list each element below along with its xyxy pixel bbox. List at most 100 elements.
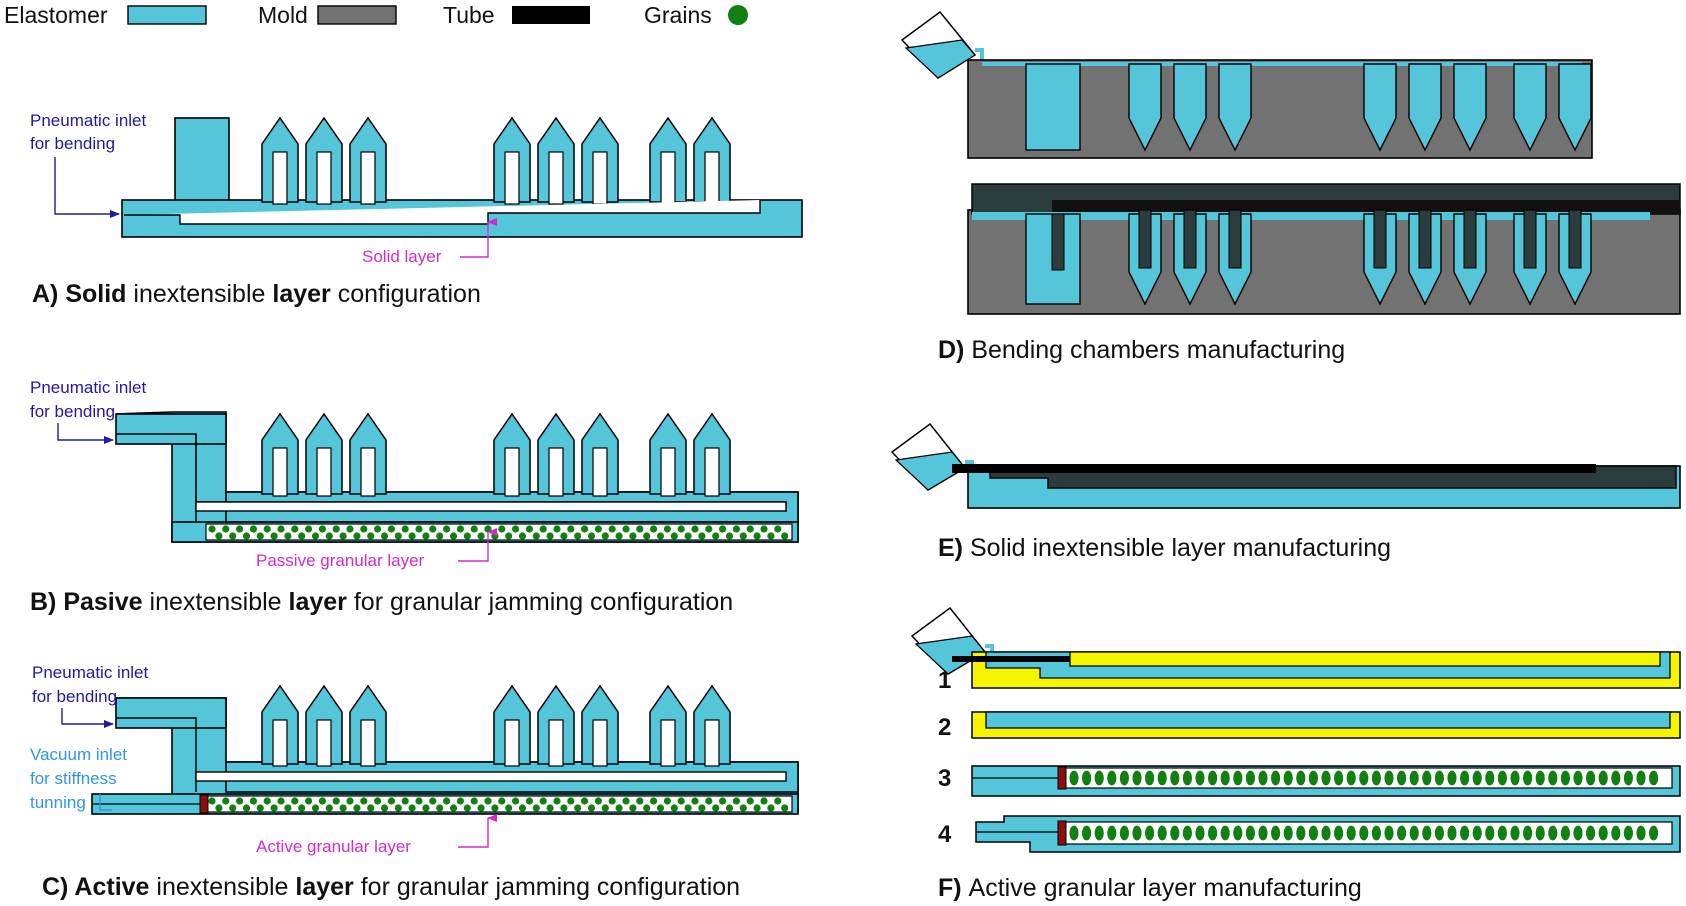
grain (1132, 770, 1142, 786)
grain (698, 532, 706, 540)
grain (305, 797, 313, 805)
grain (608, 525, 616, 533)
panel-e-caption: E) Solid inextensible layer manufacturin… (938, 534, 1391, 562)
grain (1535, 770, 1545, 786)
grain (484, 797, 492, 805)
grain (380, 804, 389, 812)
grain (1573, 770, 1583, 786)
grain (1321, 825, 1331, 841)
panel-f: 1 2 3 4 F) Active granular layer manufac… (910, 606, 1681, 902)
grain (1334, 770, 1344, 786)
grain (498, 525, 506, 533)
grain (443, 797, 451, 805)
grain (277, 797, 285, 805)
grain (1283, 770, 1293, 786)
panel-e: E) Solid inextensible layer manufacturin… (890, 422, 1681, 562)
grain (594, 525, 603, 533)
legend-mold-swatch (317, 5, 397, 25)
grain (622, 525, 630, 533)
grain (380, 532, 389, 540)
grain (1371, 770, 1381, 786)
grain (374, 525, 382, 533)
fin-cavity (592, 447, 608, 497)
grain (1245, 825, 1255, 841)
grain (408, 532, 416, 540)
panel-d-top-chambers (1128, 63, 1592, 152)
grain (1119, 770, 1129, 786)
grain (1649, 825, 1659, 841)
panel-c-inlet-label-1: Pneumatic inlet (32, 663, 149, 682)
grain (325, 532, 333, 540)
grain (256, 804, 264, 812)
mold-core (1183, 209, 1197, 269)
panel-d-mold-top (967, 59, 1593, 159)
fin-cavity (660, 719, 676, 767)
grain (1611, 770, 1621, 786)
grain (636, 525, 644, 533)
grain (374, 797, 382, 805)
grain (525, 525, 534, 533)
grain (1598, 770, 1608, 786)
grain (1296, 825, 1306, 841)
grain (1560, 770, 1570, 786)
grain (567, 525, 575, 533)
grain (594, 797, 603, 805)
grain (491, 532, 499, 540)
grain (539, 797, 547, 805)
grain (615, 532, 623, 540)
grain (760, 525, 768, 533)
grain (546, 804, 554, 812)
grain (367, 804, 375, 812)
grain (387, 525, 395, 533)
grain (249, 525, 257, 533)
grain (222, 797, 230, 805)
grain (449, 804, 458, 812)
grain (1397, 770, 1407, 786)
mold-chamber (1218, 63, 1252, 152)
panel-c-inlet-arrow (61, 708, 114, 728)
grain (401, 797, 409, 805)
legend-tube-label: Tube (443, 2, 495, 28)
grain (1623, 770, 1633, 786)
grain (650, 797, 658, 805)
grain (705, 797, 713, 805)
panel-b-inlet-arrow (57, 423, 114, 444)
grain (705, 525, 713, 533)
grain (1220, 770, 1230, 786)
grain (546, 532, 554, 540)
panel-f-step-1-label: 1 (938, 667, 951, 694)
grain (1195, 825, 1205, 841)
grain (318, 797, 326, 805)
panel-c-vacuum-label-2: for stiffness (30, 769, 117, 788)
grain (1636, 825, 1646, 841)
panel-a-caption: A) Solid inextensible layer configuratio… (32, 280, 481, 308)
grain (1523, 825, 1533, 841)
mold-chamber (1363, 63, 1397, 152)
grain (767, 804, 775, 812)
fin-cavity (360, 719, 376, 767)
grain (581, 797, 589, 805)
grain (560, 532, 568, 540)
panel-b-grains (208, 525, 789, 540)
mold-core (1568, 209, 1582, 269)
grain (698, 804, 706, 812)
panel-d-pour-cup (900, 10, 984, 79)
grain (353, 532, 361, 540)
panel-f-step-4-label: 4 (938, 821, 952, 848)
panel-e-tube (952, 464, 1596, 473)
grain (1296, 770, 1306, 786)
grain (677, 797, 685, 805)
grain (725, 532, 734, 540)
panel-d-mold-bottom (967, 183, 1681, 315)
grain (1346, 770, 1356, 786)
grain (415, 797, 423, 805)
panel-f-step-1: 1 (938, 651, 1681, 694)
grain (360, 797, 368, 805)
panel-c-vacuum-label-1: Vacuum inlet (30, 745, 127, 764)
grain (774, 525, 782, 533)
fin-cavity (592, 151, 608, 205)
panel-b-layer-label: Passive granular layer (256, 551, 425, 570)
grain (1208, 770, 1218, 786)
panel-a-inlet-label-2: for bending (30, 134, 115, 153)
grain (1258, 825, 1268, 841)
